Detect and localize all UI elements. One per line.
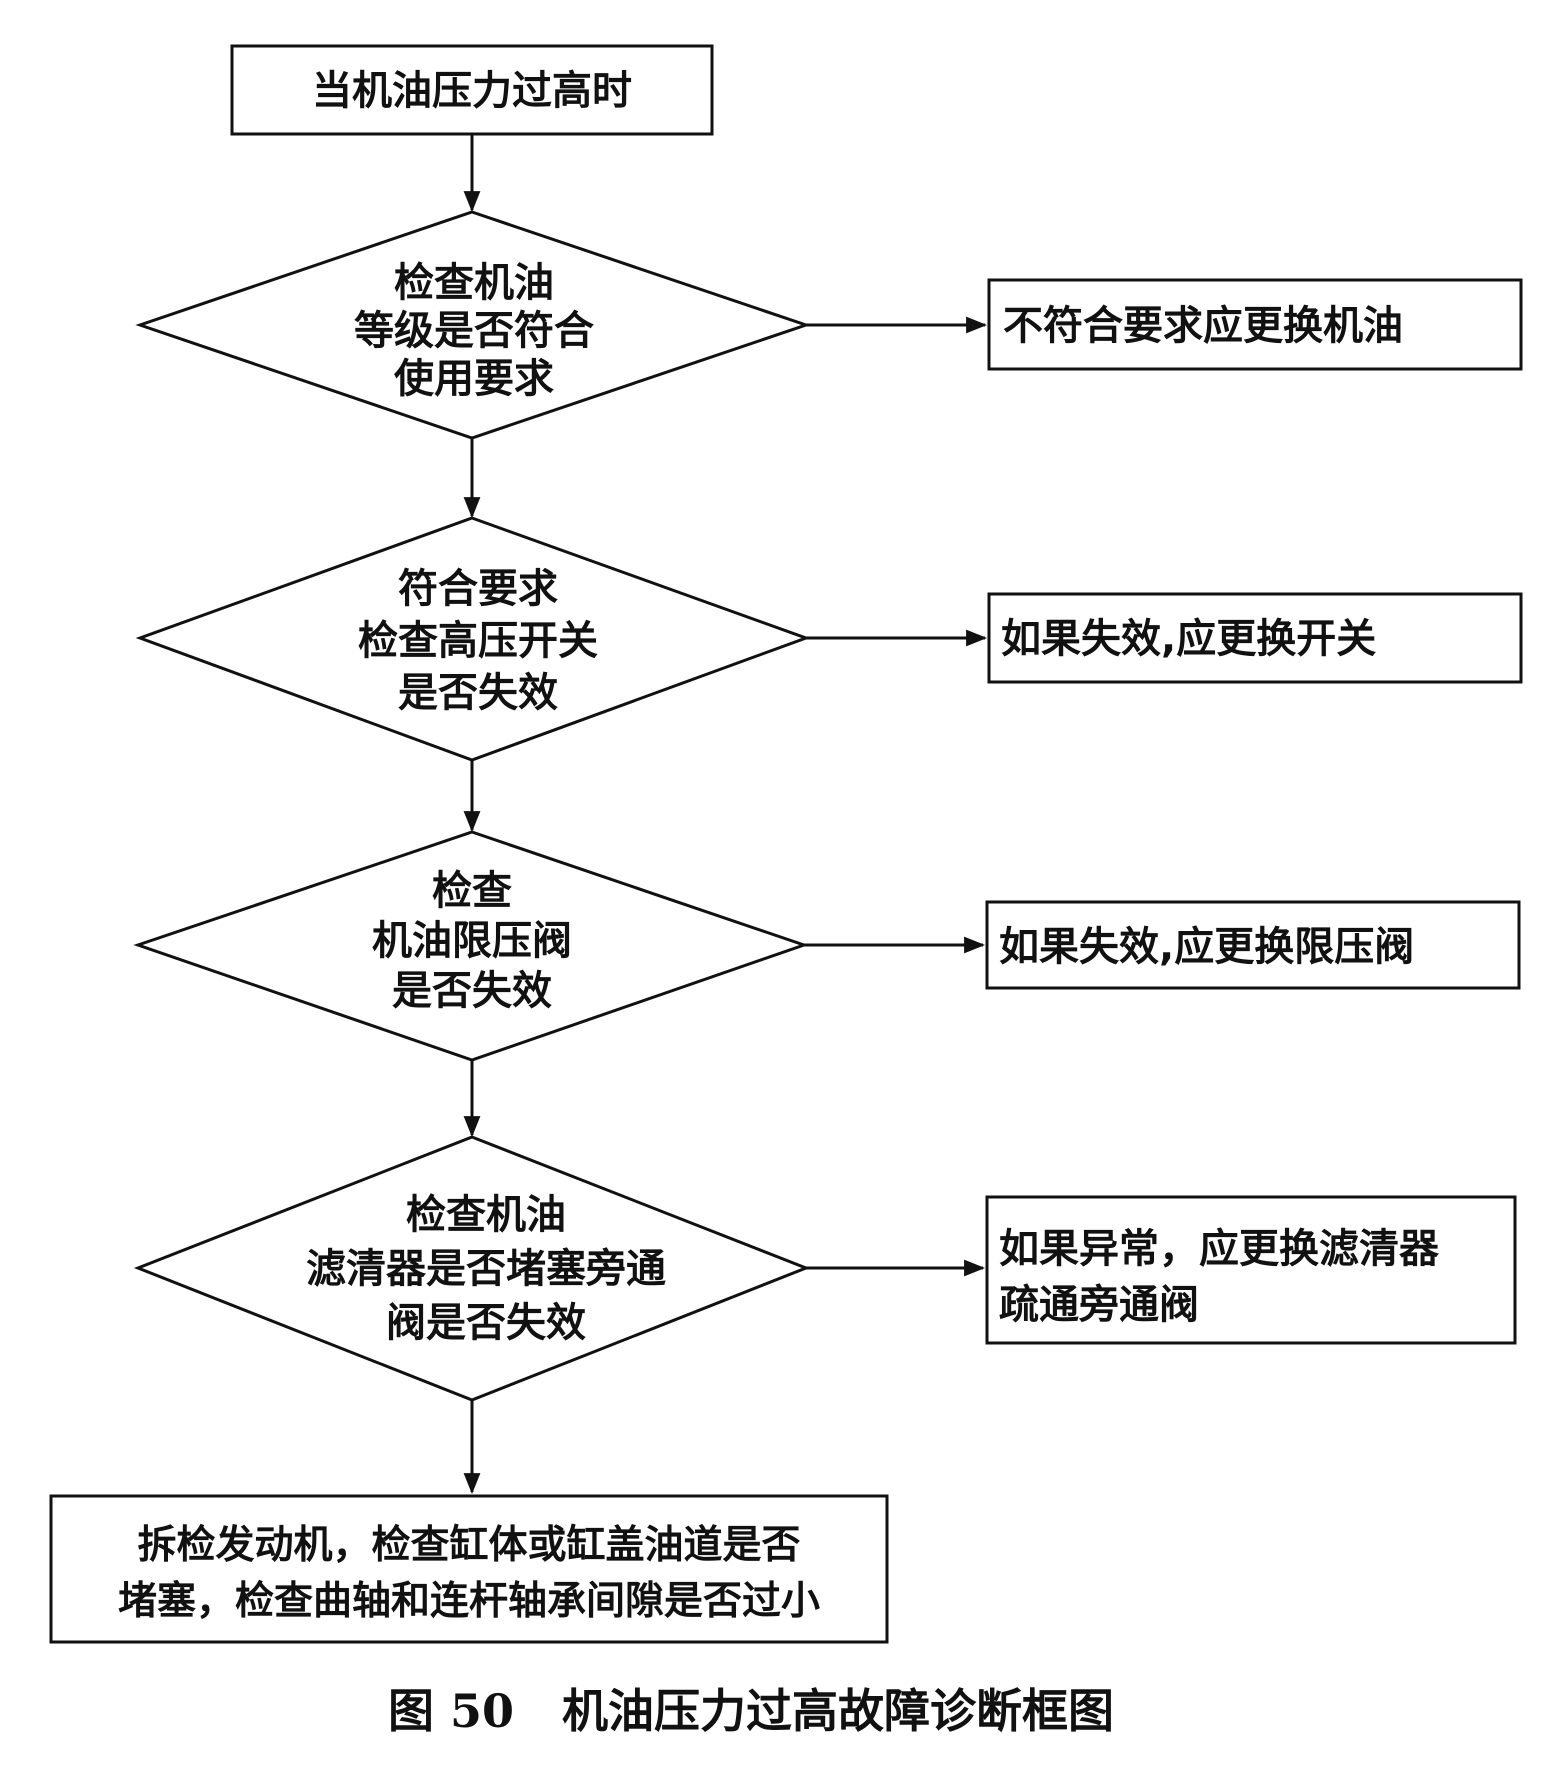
decision-check-filter: 检查机油 滤清器是否堵塞旁通 阀是否失效 (133, 1135, 811, 1402)
decision-check-valve-line-3: 是否失效 (392, 968, 552, 1014)
decision-check-switch-line-2: 检查高压开关 (358, 618, 598, 664)
action-replace-valve: 如果失效,应更换限压阀 (985, 900, 1521, 990)
action-replace-filter-line-2: 疏通旁通阀 (999, 1282, 1199, 1328)
action-replace-filter: 如果异常，应更换滤清器 疏通旁通阀 (985, 1195, 1517, 1345)
decision-check-oil-grade-line-3: 使用要求 (394, 356, 554, 402)
action-replace-oil: 不符合要求应更换机油 (987, 278, 1523, 371)
decision-check-switch-line-1: 符合要求 (398, 566, 558, 612)
decision-check-oil-grade: 检查机油 等级是否符合 使用要求 (135, 210, 811, 440)
decision-check-oil-grade-line-2: 等级是否符合 (354, 308, 594, 354)
figure-title: 机油压力过高故障诊断框图 (562, 1684, 1114, 1738)
start-node: 当机油压力过高时 (230, 44, 714, 136)
decision-check-high-pressure-switch: 符合要求 检查高压开关 是否失效 (135, 516, 811, 762)
action-replace-valve-text: 如果失效,应更换限压阀 (999, 924, 1414, 970)
decision-check-filter-line-1: 检查机油 (406, 1192, 566, 1238)
figure-number: 图 50 (388, 1684, 514, 1738)
decision-check-switch-line-3: 是否失效 (398, 670, 558, 716)
action-replace-oil-text: 不符合要求应更换机油 (1003, 303, 1403, 349)
action-replace-switch: 如果失效,应更换开关 (987, 592, 1523, 684)
final-overhaul: 拆检发动机，检查缸体或缸盖油道是否 堵塞，检查曲轴和连杆轴承间隙是否过小 (49, 1494, 889, 1644)
connectors (463, 134, 988, 1495)
action-replace-filter-line-1: 如果异常，应更换滤清器 (999, 1226, 1440, 1272)
decision-check-oil-grade-line-1: 检查机油 (394, 260, 554, 306)
decision-check-valve-line-1: 检查 (432, 868, 512, 914)
final-overhaul-line-2: 堵塞，检查曲轴和连杆轴承间隙是否过小 (118, 1579, 820, 1624)
decision-check-filter-line-2: 滤清器是否堵塞旁通 (306, 1246, 666, 1292)
decision-check-filter-line-3: 阀是否失效 (386, 1300, 586, 1346)
action-replace-switch-text: 如果失效,应更换开关 (1001, 616, 1376, 662)
decision-check-valve-line-2: 机油限压阀 (372, 918, 572, 964)
figure-caption: 图 50 机油压力过高故障诊断框图 (388, 1684, 1114, 1738)
decision-check-relief-valve: 检查 机油限压阀 是否失效 (133, 830, 809, 1062)
final-overhaul-line-1: 拆检发动机，检查缸体或缸盖油道是否 (137, 1523, 800, 1568)
start-node-text: 当机油压力过高时 (312, 68, 632, 114)
